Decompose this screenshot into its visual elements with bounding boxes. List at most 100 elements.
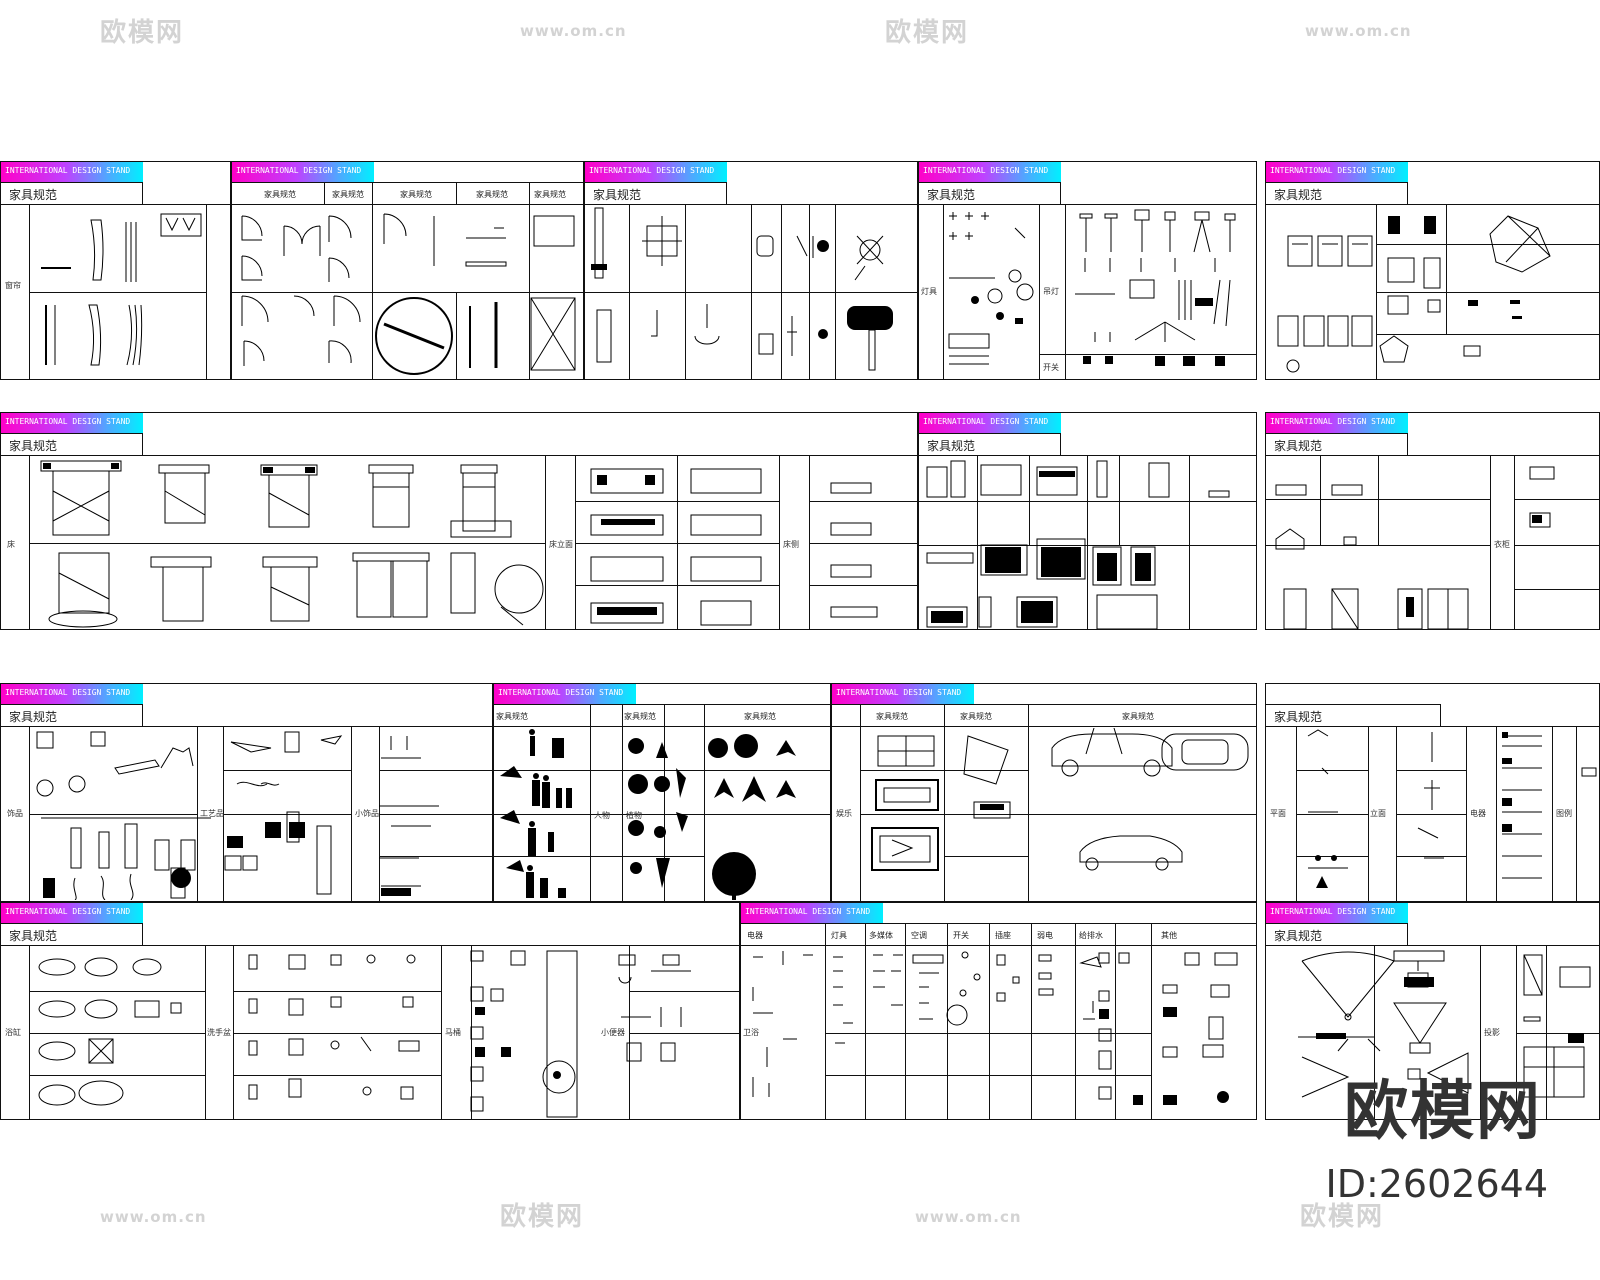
sheet-plants: INTERNATIONAL DESIGN STAND 家具规范 家具规范 家具规… [493,683,831,902]
sheet-projector: INTERNATIONAL DESIGN STAND 家具规范 投影 [1265,902,1600,1120]
sheet-title: 家具规范 [927,188,976,202]
row-label: 小饰品 [355,809,379,818]
column-head: 灯具 [831,931,847,940]
header-band: INTERNATIONAL DESIGN STAND [1,684,143,704]
lighting-symbols [948,209,1236,366]
row-label: 床立面 [549,540,573,549]
header-band: INTERNATIONAL DESIGN STAND [1,903,143,923]
watermark-url: www.om.cn [1305,22,1412,40]
bath-symbols [38,950,691,1118]
column-head: 家具规范 [400,190,432,199]
sheet-title: 家具规范 [927,439,976,453]
vehicle-symbols [871,728,1249,871]
header-band: INTERNATIONAL DESIGN STAND [919,413,1061,433]
column-head: 开关 [953,931,969,940]
sheet-title: 家具规范 [1274,929,1323,943]
door-symbols [241,213,576,375]
row-label: 图例 [1556,809,1572,818]
brand-logo: 欧模网 [1344,1075,1542,1149]
header-band: INTERNATIONAL DESIGN STAND [232,162,374,182]
row-label: 马桶 [445,1028,461,1037]
header-band: INTERNATIONAL DESIGN STAND [832,684,974,704]
sheet-title-cell: 家具规范 [1266,433,1408,455]
column-head: 电器 [747,931,763,940]
sheet-sofas: INTERNATIONAL DESIGN STAND 家具规范 [1265,161,1600,380]
sheet-curtains: INTERNATIONAL DESIGN STAND 家具规范 窗帘 [0,161,231,380]
column-head: 插座 [995,931,1011,940]
sheet-title: 家具规范 [1274,710,1323,724]
header-band: INTERNATIONAL DESIGN STAND [741,903,883,923]
sheet-doors: INTERNATIONAL DESIGN STAND 家具规范 家具规范 家具规… [231,161,584,380]
column-head: 家具规范 [264,190,296,199]
column-head: 家具规范 [534,190,566,199]
row-label: 床 [7,540,15,549]
column-head: 给排水 [1079,931,1103,940]
column-head: 家具规范 [876,712,908,721]
row-label: 窗帘 [5,281,21,290]
header-band: INTERNATIONAL DESIGN STAND [585,162,727,182]
row-label: 饰品 [7,809,23,818]
sheet-title-cell: 家具规范 [919,433,1061,455]
sheet-symbols: 家具规范 平面 立面 电器 图例 [1265,683,1600,902]
header-band: INTERNATIONAL DESIGN STAND [919,162,1061,182]
sheet-title: 家具规范 [9,439,58,453]
sheet-title: 家具规范 [9,188,58,202]
appliance-symbols [752,951,1238,1105]
plant-symbols [500,729,796,900]
watermark-url: www.om.cn [915,1208,1022,1226]
header-band: INTERNATIONAL DESIGN STAND [1266,413,1408,433]
sheet-cabinets: INTERNATIONAL DESIGN STAND 家具规范 [918,412,1257,630]
wardrobe-symbols [1275,466,1555,629]
column-head: 家具规范 [624,712,656,721]
sofa-symbols [1277,215,1551,373]
column-head: 多媒体 [869,931,893,940]
row-label: 电器 [1470,809,1486,818]
sheet-title-cell: 家具规范 [919,182,1061,204]
column-head: 弱电 [1037,931,1053,940]
sheet-title-cell: 家具规范 [1,704,143,726]
sheet-title: 家具规范 [1274,439,1323,453]
sheet-wardrobes: INTERNATIONAL DESIGN STAND 家具规范 衣柜 [1265,412,1600,630]
sheet-title-cell: 家具规范 [1266,704,1441,726]
watermark-logo: 欧模网 [1300,1202,1385,1232]
header-band: INTERNATIONAL DESIGN STAND [494,684,636,704]
row-label: 开关 [1043,363,1059,372]
watermark-logo: 欧模网 [500,1202,585,1232]
watermark-url: www.om.cn [520,22,627,40]
watermark-logo: 欧模网 [100,18,185,48]
row-label: 灯具 [921,287,937,296]
column-head: 空调 [911,931,927,940]
header-band: INTERNATIONAL DESIGN STAND [1,413,143,433]
watermark-url: www.om.cn [100,1208,207,1226]
header-band: INTERNATIONAL DESIGN STAND [1266,162,1408,182]
column-head: 其他 [1161,931,1177,940]
row-label: 床侧 [783,540,799,549]
row-label: 平面 [1270,809,1286,818]
column-head: 家具规范 [332,190,364,199]
sheet-title-cell: 家具规范 [1,182,143,204]
sheet-lighting: INTERNATIONAL DESIGN STAND 家具规范 灯具 吊灯 开关 [918,161,1257,380]
curtain-symbols [41,213,202,366]
row-label: 植物 [626,811,642,820]
row-label: 洗手盆 [207,1028,231,1037]
column-head: 家具规范 [744,712,776,721]
sheet-beds: INTERNATIONAL DESIGN STAND 家具规范 床 床立面 床侧 [0,412,918,630]
column-head: 家具规范 [1122,712,1154,721]
column-head: 家具规范 [960,712,992,721]
sheet-title: 家具规范 [1274,188,1323,202]
row-label: 人物 [594,811,610,820]
column-head: 家具规范 [476,190,508,199]
sheet-vehicles: INTERNATIONAL DESIGN STAND 家具规范 家具规范 家具规… [831,683,1257,902]
sheet-title-cell: 家具规范 [1,433,143,455]
sheet-lamps: INTERNATIONAL DESIGN STAND 家具规范 [584,161,918,380]
row-label: 吊灯 [1043,287,1059,296]
sheet-bath: INTERNATIONAL DESIGN STAND 家具规范 浴缸 洗手盆 马… [0,902,740,1120]
sheet-title-cell: 家具规范 [1,923,143,945]
sheet-title-cell: 家具规范 [1266,923,1408,945]
row-label: 工艺品 [200,809,224,818]
sheet-title: 家具规范 [593,188,642,202]
header-band: INTERNATIONAL DESIGN STAND [1,162,143,182]
sheet-title: 家具规范 [9,710,58,724]
legend-symbols [1307,729,1597,888]
header-band: INTERNATIONAL DESIGN STAND [1266,903,1408,923]
